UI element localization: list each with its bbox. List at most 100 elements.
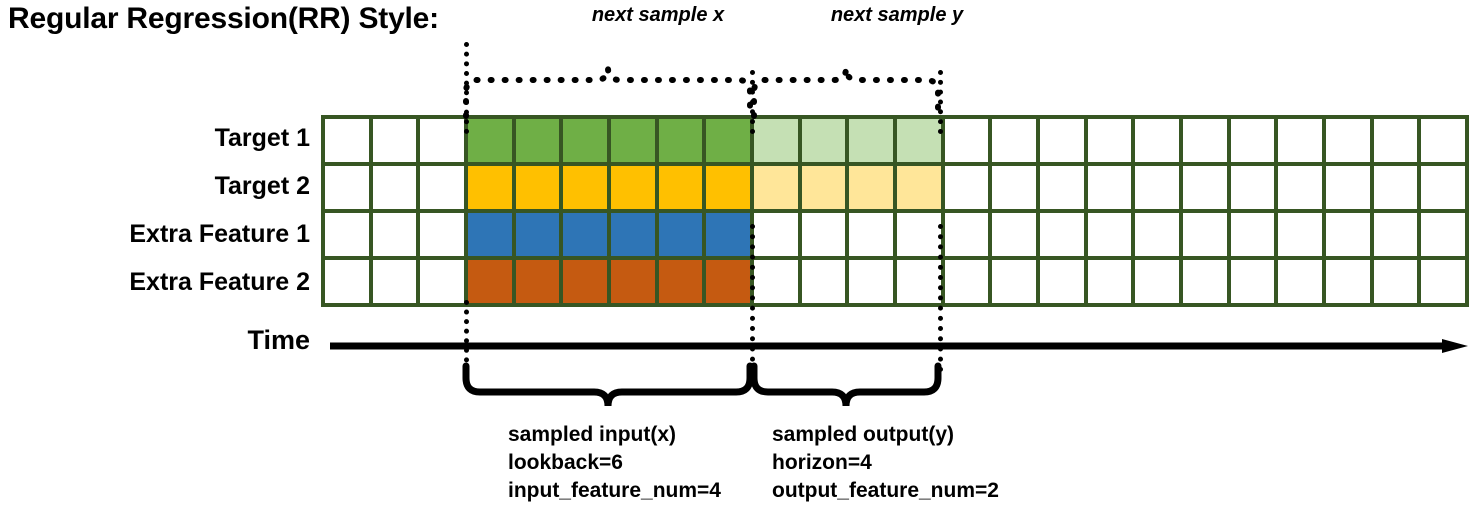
grid-cell-r3-c7: [611, 213, 655, 256]
grid-cell-r1-c22: [1326, 119, 1370, 162]
grid-cell-r4-c20: [1230, 260, 1275, 303]
grid-cell-r3-c21: [1278, 213, 1322, 256]
grid-cell-r3-c16: [1040, 213, 1084, 256]
grid-cell-r2-c19: [1183, 166, 1227, 209]
grid-cell-r2-c24: [1421, 166, 1465, 209]
grid-cell-r2-c21: [1278, 166, 1322, 209]
brace-sampled-output: [750, 362, 942, 407]
brace-next-sample-y: [751, 67, 941, 119]
grid-cell-r1-c23: [1373, 119, 1418, 162]
grid-cell-r1-c24: [1421, 119, 1465, 162]
time-axis-label: Time: [247, 325, 310, 355]
grid-cell-r2-c13: [897, 166, 941, 209]
grid-cell-r1-c8: [658, 119, 703, 162]
grid-cell-r1-c10: [754, 119, 798, 162]
grid-cell-r1-c7: [611, 119, 655, 162]
guide-line-input-end-top: [750, 70, 755, 134]
grid-cell-r4-c6: [563, 260, 607, 303]
grid-cell-r2-c18: [1135, 166, 1179, 209]
grid-cell-r2-c20: [1230, 166, 1275, 209]
grid-cell-r2-c16: [1040, 166, 1084, 209]
row-label-extra-feature-2: Extra Feature 2: [129, 268, 310, 296]
grid-cell-r3-c12: [849, 213, 893, 256]
grid-cell-r4-c8: [658, 260, 703, 303]
grid-cell-r4-c18: [1135, 260, 1179, 303]
grid-cell-r1-c20: [1230, 119, 1275, 162]
next-sample-y-label: next sample y: [830, 4, 964, 26]
grid-cell-r1-c1: [325, 119, 369, 162]
grid-cell-r2-c9: [706, 166, 750, 209]
grid-cell-r2-c7: [611, 166, 655, 209]
grid-cell-r1-c9: [706, 119, 750, 162]
time-axis-arrow: [330, 339, 1468, 353]
grid-cell-r4-c23: [1373, 260, 1418, 303]
grid-cell-r2-c8: [658, 166, 703, 209]
grid-cell-r3-c13: [897, 213, 941, 256]
grid-cell-r3-c17: [1087, 213, 1132, 256]
grid-cell-r2-c3: [420, 166, 464, 209]
grid-cell-r3-c10: [754, 213, 798, 256]
row-label-extra-feature-1: Extra Feature 1: [129, 220, 310, 248]
guide-line-input-start-top: [464, 42, 469, 134]
grid-cell-r1-c11: [801, 119, 846, 162]
grid-cell-r3-c5: [515, 213, 560, 256]
grid-cell-r4-c11: [801, 260, 846, 303]
grid-cell-r2-c6: [563, 166, 607, 209]
grid-cell-r1-c13: [897, 119, 941, 162]
grid-cell-r4-c7: [611, 260, 655, 303]
grid-cell-r3-c23: [1373, 213, 1418, 256]
grid-cell-r2-c12: [849, 166, 893, 209]
timeseries-grid: [321, 115, 1469, 307]
grid-cell-r3-c3: [420, 213, 464, 256]
grid-cell-r1-c6: [563, 119, 607, 162]
guide-line-output-end-top: [938, 70, 943, 134]
caption-sampled-input: sampled input(x) lookback=6 input_featur…: [508, 423, 721, 502]
guide-line-input-start-bottom: [464, 300, 469, 372]
grid-cell-r1-c21: [1278, 119, 1322, 162]
grid-cell-r3-c14: [944, 213, 989, 256]
grid-cell-r3-c20: [1230, 213, 1275, 256]
grid-cell-r3-c9: [706, 213, 750, 256]
grid-cell-r4-c24: [1421, 260, 1465, 303]
page-title: Regular Regression(RR) Style:: [8, 2, 439, 35]
grid-cell-r1-c4: [468, 119, 512, 162]
grid-cell-r2-c17: [1087, 166, 1132, 209]
grid-cell-r2-c2: [372, 166, 417, 209]
grid-cell-r3-c22: [1326, 213, 1370, 256]
guide-line-output-end-bottom: [938, 224, 943, 372]
grid-cell-r1-c14: [944, 119, 989, 162]
grid-cell-r1-c19: [1183, 119, 1227, 162]
grid-cell-r4-c13: [897, 260, 941, 303]
grid-cell-r1-c2: [372, 119, 417, 162]
grid-cell-r4-c3: [420, 260, 464, 303]
grid-cell-r2-c22: [1326, 166, 1370, 209]
grid-cell-r3-c11: [801, 213, 846, 256]
grid-cell-r1-c16: [1040, 119, 1084, 162]
row-label-target-1: Target 1: [214, 124, 310, 152]
brace-next-sample-x: [463, 67, 753, 119]
grid-cell-r3-c6: [563, 213, 607, 256]
guide-line-input-end-bottom: [750, 224, 755, 372]
grid-cell-r4-c9: [706, 260, 750, 303]
grid-cell-r3-c8: [658, 213, 703, 256]
grid-cell-r3-c4: [468, 213, 512, 256]
grid-cell-r4-c4: [468, 260, 512, 303]
grid-cell-r4-c22: [1326, 260, 1370, 303]
grid-cell-r3-c18: [1135, 213, 1179, 256]
grid-cell-r1-c3: [420, 119, 464, 162]
grid-cell-r2-c1: [325, 166, 369, 209]
grid-cell-r2-c5: [515, 166, 560, 209]
grid-cell-r3-c2: [372, 213, 417, 256]
next-sample-x-label: next sample x: [591, 4, 725, 26]
grid-cell-r2-c10: [754, 166, 798, 209]
caption-sampled-output: sampled output(y) horizon=4 output_featu…: [772, 423, 999, 502]
grid-cell-r1-c15: [992, 119, 1036, 162]
grid-cell-r3-c15: [992, 213, 1036, 256]
grid-cell-r3-c1: [325, 213, 369, 256]
grid-cell-r4-c5: [515, 260, 560, 303]
grid-cell-r4-c15: [992, 260, 1036, 303]
grid-cell-r2-c4: [468, 166, 512, 209]
grid-cell-r1-c5: [515, 119, 560, 162]
grid-cell-r4-c16: [1040, 260, 1084, 303]
